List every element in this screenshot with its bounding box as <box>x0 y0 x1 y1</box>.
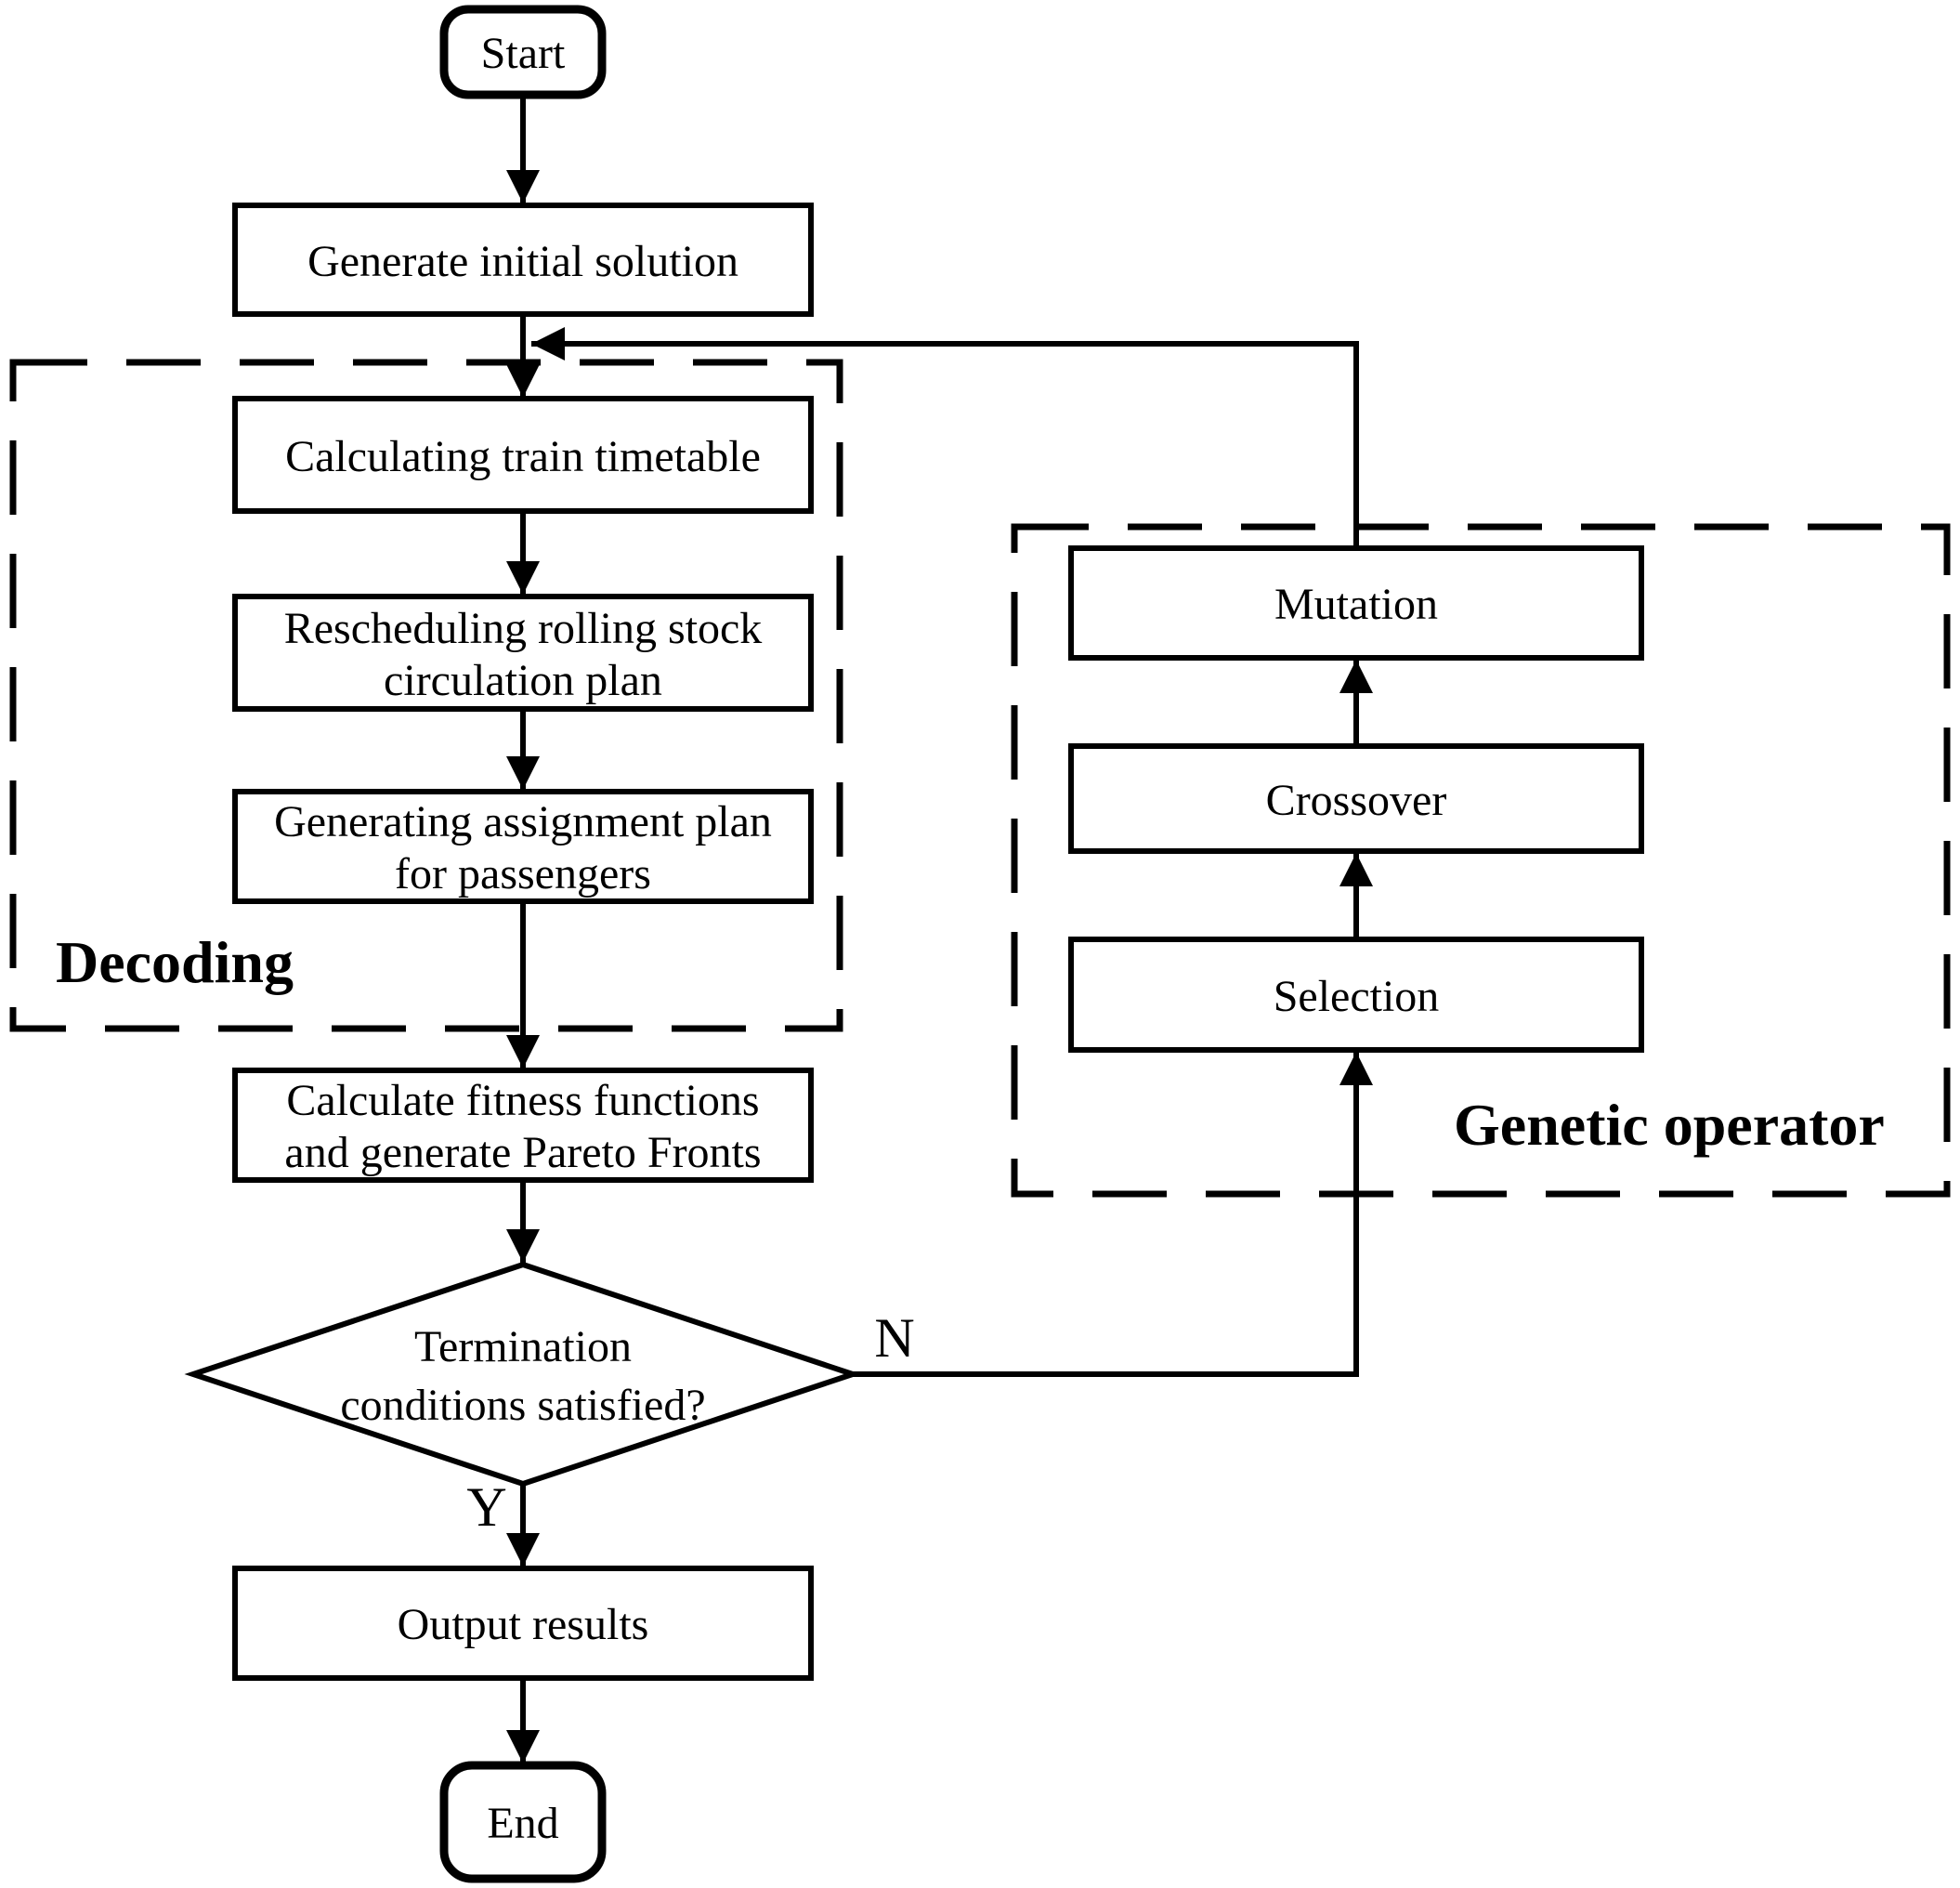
edge-mutation-feedback <box>531 327 1359 548</box>
end-node <box>439 1761 607 1883</box>
output-results-node <box>232 1566 814 1681</box>
calculating-train-timetable-node <box>232 396 814 514</box>
start-label: Start <box>481 29 566 78</box>
calculating-train-timetable-label: Calculating train timetable <box>285 432 761 481</box>
mutation-label: Mutation <box>1274 580 1438 629</box>
generating-assignment-plan-label-line2: for passengers <box>395 849 651 898</box>
yes-branch-label: Y <box>466 1476 506 1538</box>
generate-initial-solution-label: Generate initial solution <box>307 237 738 286</box>
selection-node <box>1068 937 1644 1053</box>
output-results-label: Output results <box>398 1600 649 1649</box>
calculate-fitness-label-line2: and generate Pareto Fronts <box>284 1128 761 1177</box>
termination-decision-node <box>184 1261 862 1488</box>
start-node <box>439 5 607 99</box>
mutation-node <box>1068 545 1644 661</box>
rescheduling-rolling-stock-label-line1: Rescheduling rolling stock <box>284 604 763 653</box>
decoding-group-label: Decoding <box>56 929 294 995</box>
genetic-operator-group-frame <box>1011 523 1951 1198</box>
crossover-label: Crossover <box>1266 776 1447 825</box>
crossover-node <box>1068 743 1644 854</box>
no-branch-label: N <box>874 1307 914 1369</box>
calculate-fitness-label-line1: Calculate fitness functions <box>286 1076 759 1125</box>
calculate-fitness-node <box>232 1068 814 1183</box>
edge-decision-no-to-selection <box>853 1052 1373 1377</box>
generate-initial-solution-node <box>232 203 814 317</box>
generating-assignment-plan-label-line1: Generating assignment plan <box>274 797 772 846</box>
termination-decision-label-line1: Termination <box>414 1322 632 1371</box>
rescheduling-rolling-stock-label-line2: circulation plan <box>384 656 662 705</box>
decoding-group-frame <box>9 359 843 1032</box>
genetic-operator-group-label: Genetic operator <box>1454 1092 1885 1158</box>
termination-decision-label-line2: conditions satisfied? <box>340 1381 705 1430</box>
rescheduling-rolling-stock-node <box>232 594 814 712</box>
selection-label: Selection <box>1274 972 1440 1021</box>
end-label: End <box>487 1799 558 1848</box>
generating-assignment-plan-node <box>232 789 814 904</box>
